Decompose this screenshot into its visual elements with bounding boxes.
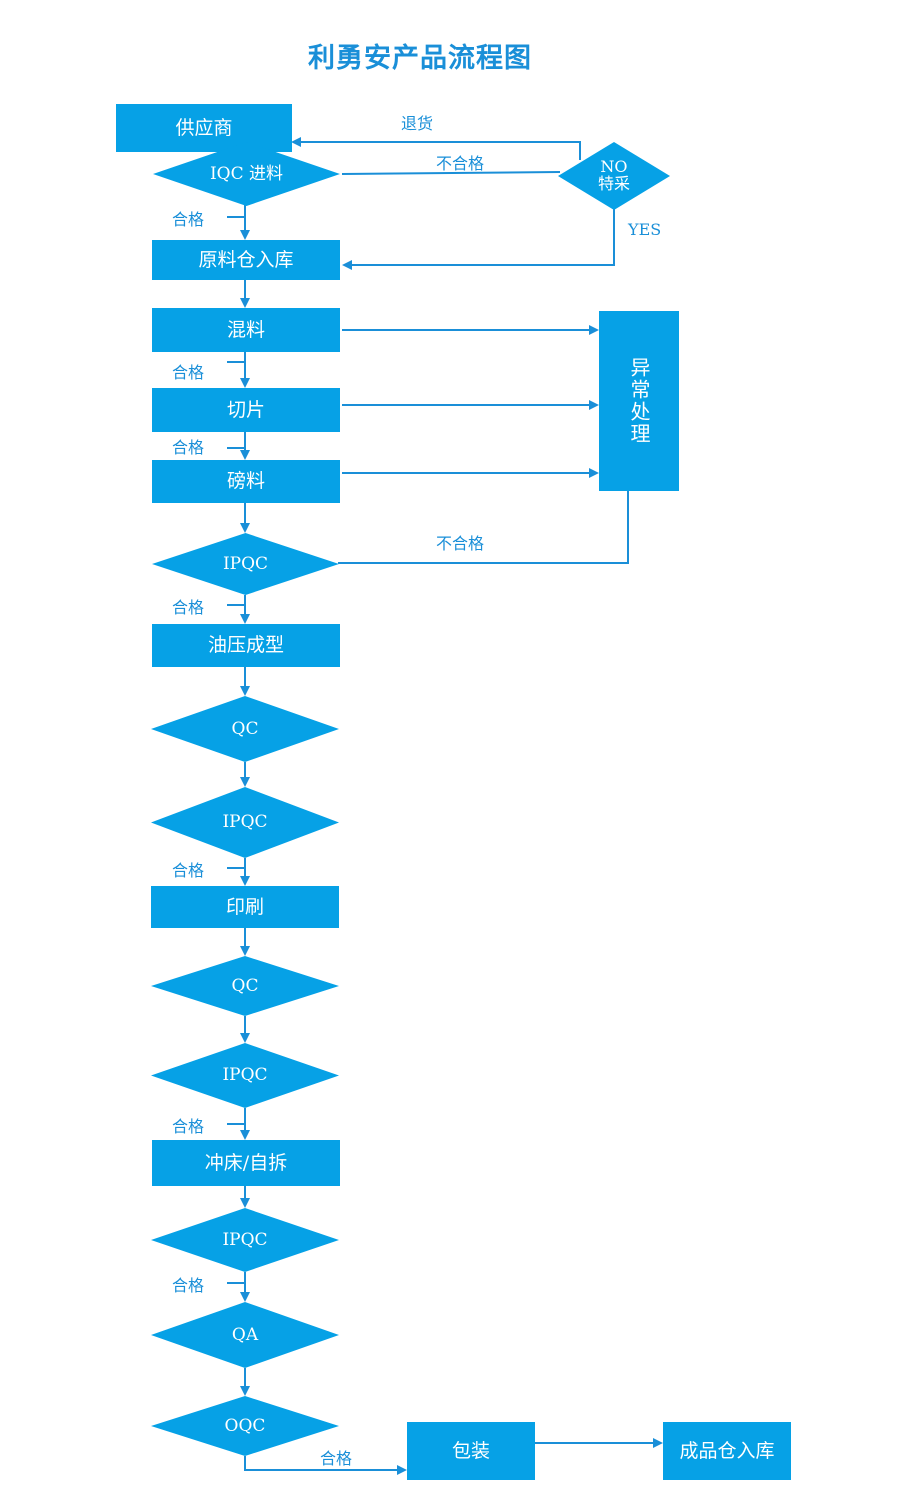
pass-label-2: 合格 (172, 363, 205, 382)
exception-handling-box: 异常处理 (599, 311, 679, 491)
yes-label: YES (628, 220, 662, 239)
pass-label-4: 合格 (172, 598, 205, 617)
mixing-box: 混料 (152, 308, 340, 352)
pass-label-8: 合格 (320, 1449, 353, 1468)
yes-arrow (342, 205, 615, 270)
pass-label-7: 合格 (172, 1276, 205, 1295)
hydraulic-forming-box: 油压成型 (152, 624, 340, 667)
raw-storage-box: 原料仓入库 (152, 240, 340, 280)
fail-label-ipqc: 不合格 (436, 534, 485, 553)
page-title: 利勇安产品流程图 (308, 43, 532, 74)
return-label: 退货 (401, 114, 434, 133)
pass-label-5: 合格 (172, 861, 205, 880)
slicing-box: 切片 (152, 388, 340, 432)
iqc-fail-line (341, 171, 561, 175)
printing-box: 印刷 (151, 886, 339, 928)
oqc-to-pack-arrow (244, 1456, 407, 1475)
supplier-box: 供应商 (116, 104, 292, 152)
finished-storage-box: 成品仓入库 (663, 1422, 791, 1480)
weighing-box: 磅料 (152, 460, 340, 503)
punching-box: 冲床/自拆 (152, 1140, 340, 1186)
pass-label-6: 合格 (172, 1117, 205, 1136)
fail-label-iqc: 不合格 (436, 154, 485, 173)
return-arrow (291, 137, 581, 160)
packaging-box: 包装 (407, 1422, 535, 1480)
pass-label-1: 合格 (172, 210, 205, 229)
ipqc1-fail-line (338, 491, 629, 564)
pass-label-3: 合格 (172, 438, 205, 457)
